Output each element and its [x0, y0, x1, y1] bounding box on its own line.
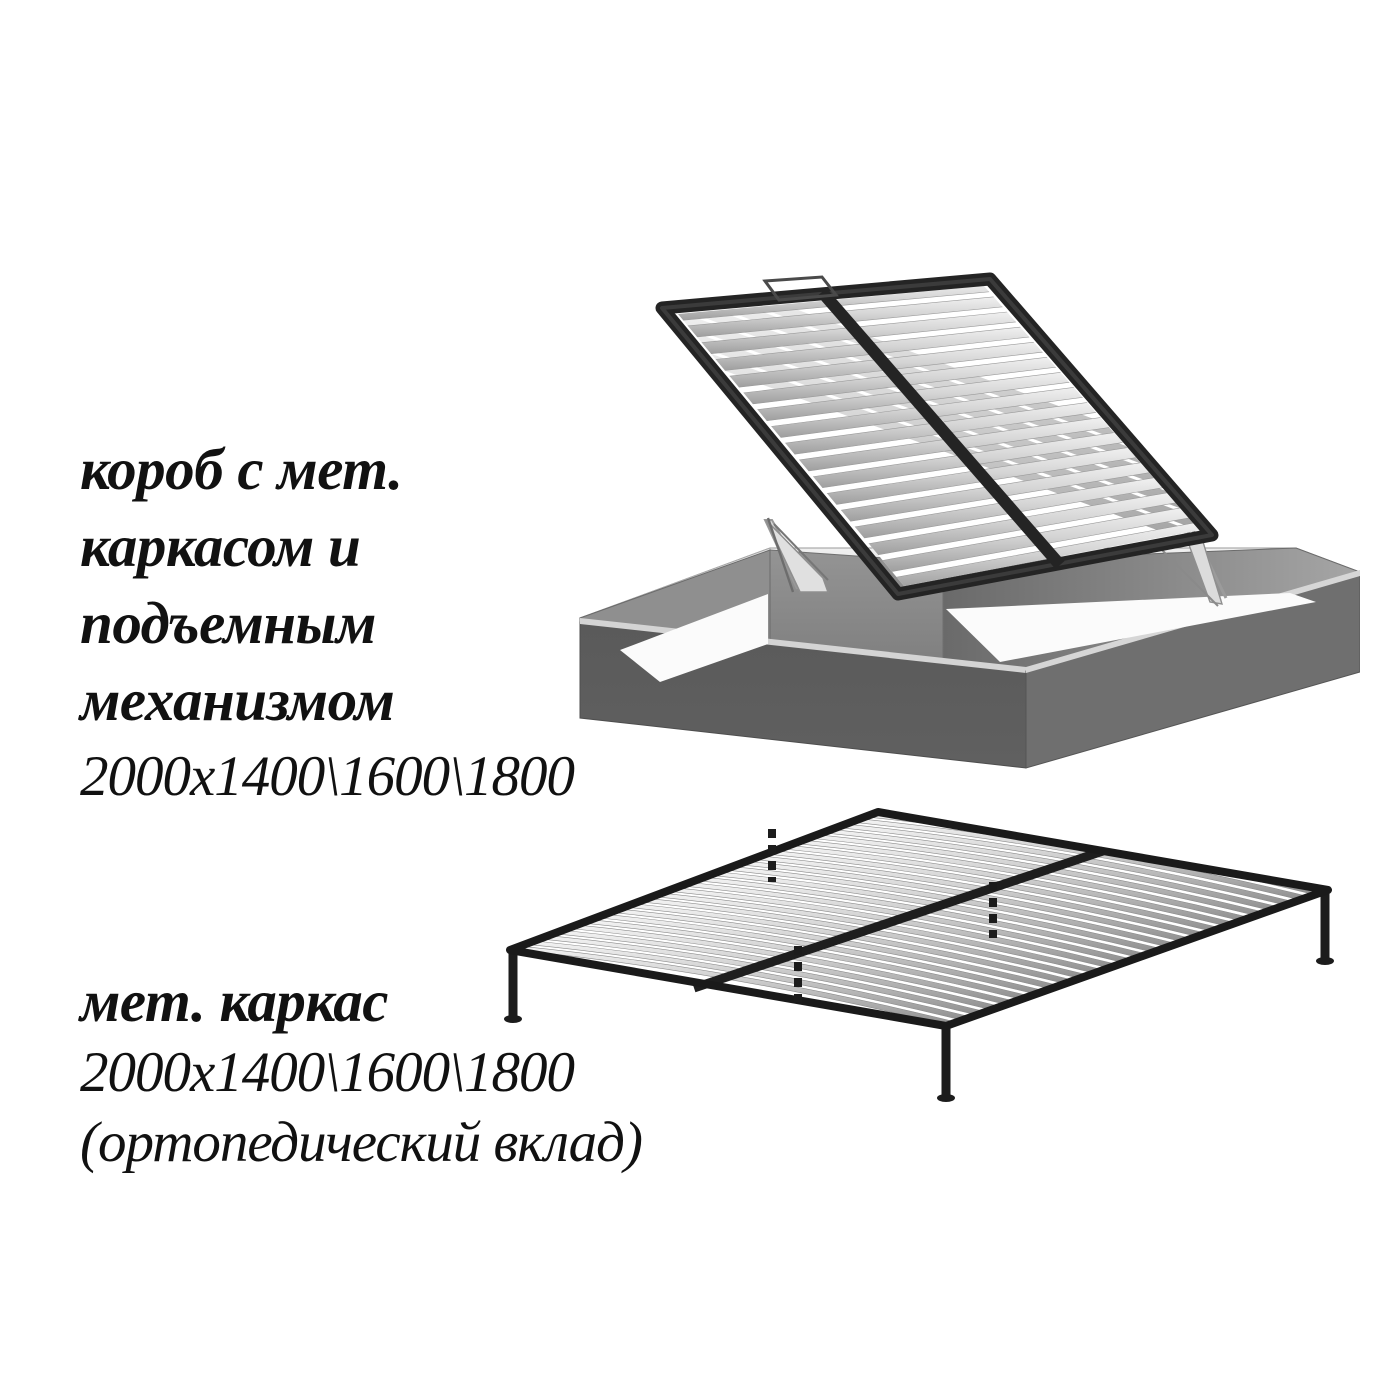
caption-metal-frame-dimensions: 2000х1400\1600\1800: [80, 1041, 575, 1104]
caption-metal-frame: мет. каркас 2000х1400\1600\1800 (ортопед…: [80, 968, 643, 1184]
caption-metal-frame-line-1: мет. каркас: [80, 968, 388, 1034]
caption-storage-bed-line-3: подъемным: [80, 590, 376, 656]
corner-leg-right-foot: [1316, 957, 1334, 965]
lift-mechanism: [763, 517, 1228, 607]
lift-arm-left: [765, 519, 830, 593]
frame-legs: [504, 888, 1334, 1102]
caption-metal-frame-note: (ортопедический вклад): [80, 1111, 643, 1174]
corner-leg-left-foot: [504, 1015, 522, 1023]
lift-arm-left-2: [766, 517, 795, 593]
box-carcass: [579, 547, 1361, 769]
frame-deck: [510, 812, 1328, 1026]
caption-storage-bed-line-1: короб с мет.: [80, 436, 403, 502]
lift-arm-left-3: [773, 523, 829, 581]
frame-center-beam: [692, 846, 1105, 993]
lift-frame-center-beam: [817, 288, 1065, 569]
box-interior-void-left: [620, 594, 768, 682]
caption-storage-bed: короб с мет. каркасом и подъемным механи…: [80, 436, 575, 823]
caption-storage-bed-line-4: механизмом: [80, 667, 395, 733]
lift-arm-right-2: [1159, 547, 1219, 607]
lift-handle: [762, 275, 839, 302]
caption-storage-bed-line-2: каркасом и: [80, 513, 361, 579]
box-interior-void-right: [946, 593, 1316, 662]
caption-storage-bed-dimensions: 2000х1400\1600\1800: [80, 745, 575, 808]
illustration-metal-frame: [480, 790, 1360, 1125]
corner-leg-front-foot: [937, 1094, 955, 1102]
lift-frame-rail-inner-highlight: [660, 277, 1214, 596]
slatted-lift-frame: [655, 272, 1219, 601]
center-support-legs: [768, 829, 997, 1002]
illustration-storage-bed: [560, 262, 1361, 807]
